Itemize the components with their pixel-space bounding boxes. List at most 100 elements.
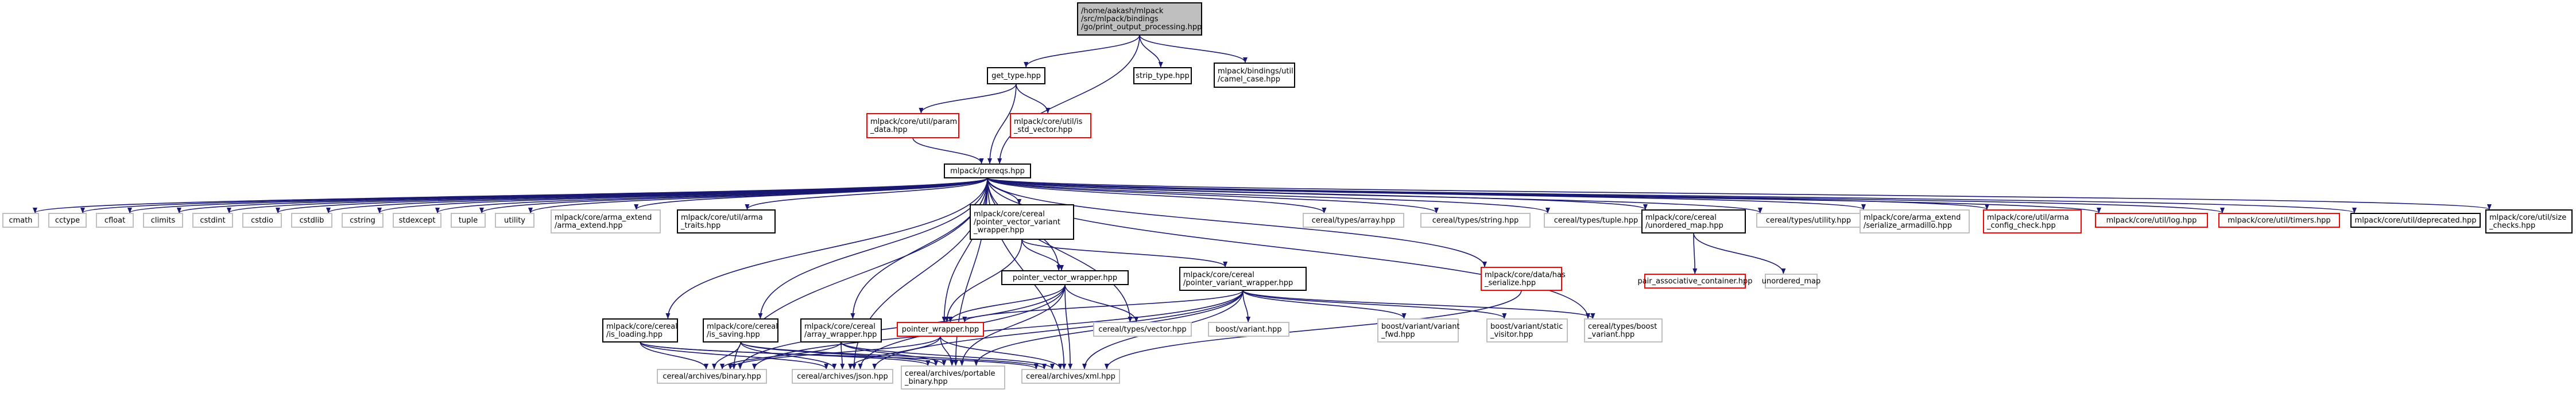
node-camel-case[interactable]: mlpack/bindings/util/camel_case.hpp xyxy=(1214,63,1295,88)
node-cstdlib[interactable]: cstdlib xyxy=(291,213,332,228)
node-utility[interactable]: utility xyxy=(495,213,534,228)
node-box xyxy=(1486,318,1568,342)
node-boost-variant-fwd[interactable]: boost/variant/variant_fwd.hpp xyxy=(1377,318,1460,342)
edge-root-to-get-type xyxy=(1024,34,1140,68)
node-box xyxy=(657,369,767,384)
node-label-line: mlpack/core/arma_extend xyxy=(555,213,652,222)
node-cstdint[interactable]: cstdint xyxy=(192,213,233,228)
node-prereqs[interactable]: mlpack/prereqs.hpp xyxy=(944,164,1031,178)
node-get-type[interactable]: get_type.hpp xyxy=(987,67,1045,84)
node-types-boost-variant[interactable]: cereal/types/boost_variant.hpp xyxy=(1584,318,1663,342)
node-tuple[interactable]: tuple xyxy=(451,213,486,228)
node-archives-portable-binary[interactable]: cereal/archives/portable_binary.hpp xyxy=(901,365,1005,390)
node-boost-variant[interactable]: boost/variant.hpp xyxy=(1208,322,1289,337)
node-strip-type[interactable]: strip_type.hpp xyxy=(1133,67,1192,84)
node-types-array[interactable]: cereal/types/array.hpp xyxy=(1303,213,1404,228)
node-pointer-wrapper[interactable]: pointer_wrapper.hpp xyxy=(897,322,984,337)
node-label-line: boost/variant/static xyxy=(1490,322,1563,331)
node-cmath[interactable]: cmath xyxy=(2,213,39,228)
node-has-serialize[interactable]: mlpack/core/data/has_serialize.hpp xyxy=(1481,267,1566,291)
node-label-line: mlpack/core/cereal xyxy=(707,322,778,331)
node-label-line: cereal/archives/xml.hpp xyxy=(1026,372,1115,381)
node-unordered-map[interactable]: mlpack/core/cereal/unordered_map.hpp xyxy=(1641,209,1746,233)
node-archives-json[interactable]: cereal/archives/json.hpp xyxy=(792,369,893,384)
node-is-loading[interactable]: mlpack/core/cereal/is_loading.hpp xyxy=(602,318,678,342)
node-climits[interactable]: climits xyxy=(143,213,183,228)
node-archives-binary[interactable]: cereal/archives/binary.hpp xyxy=(657,369,767,384)
node-label-line: get_type.hpp xyxy=(991,72,1041,80)
node-label-line: _data.hpp xyxy=(870,126,908,134)
node-label-line: _traits.hpp xyxy=(680,221,720,230)
node-cctype[interactable]: cctype xyxy=(48,213,87,228)
node-is-saving[interactable]: mlpack/core/cereal/is_saving.hpp xyxy=(703,318,778,342)
node-pointer-vector-wrapper[interactable]: pointer_vector_wrapper.hpp xyxy=(1001,270,1129,285)
node-box xyxy=(1420,213,1531,228)
node-serialize-armadillo[interactable]: mlpack/core/arma_extend/serialize_armadi… xyxy=(1860,209,1970,233)
node-label-line: stdexcept xyxy=(399,216,436,225)
node-label-line: _visitor.hpp xyxy=(1490,330,1533,339)
edge-unordered-map-to-pair-assoc xyxy=(1692,232,1698,274)
edge-pvv-wrapper-to-pointer-vector-wrapper xyxy=(1021,239,1064,271)
edge-is-saving-to-archives-json xyxy=(740,341,837,369)
node-boost-static-visitor[interactable]: boost/variant/static_visitor.hpp xyxy=(1486,318,1568,342)
node-box xyxy=(1544,213,1648,228)
node-label-line: mlpack/core/util/arma xyxy=(681,213,763,222)
node-label-line: /is_loading.hpp xyxy=(606,330,663,339)
node-box xyxy=(1641,209,1746,233)
node-stdexcept[interactable]: stdexcept xyxy=(393,213,441,228)
edge-pvariant-wrapper-to-boost-static-visitor xyxy=(1242,290,1507,319)
node-box xyxy=(792,369,893,384)
edge-prereqs-to-arma-extend xyxy=(634,177,988,210)
node-types-vector[interactable]: cereal/types/vector.hpp xyxy=(1093,322,1192,337)
node-cstring[interactable]: cstring xyxy=(342,213,384,228)
node-archives-xml[interactable]: cereal/archives/xml.hpp xyxy=(1021,369,1120,384)
edge-root-to-strip-type xyxy=(1139,34,1163,68)
edge-prereqs-to-types-utility xyxy=(987,177,1762,213)
node-label-line: pair_associative_container.hpp xyxy=(1637,277,1752,286)
node-size-checks[interactable]: mlpack/core/util/size_checks.hpp xyxy=(2485,209,2573,233)
node-label-line: /is_saving.hpp xyxy=(707,330,760,339)
node-box xyxy=(2218,213,2340,228)
node-label-line: cctype xyxy=(55,216,80,225)
node-types-utility[interactable]: cereal/types/utility.hpp xyxy=(1756,213,1861,228)
node-pvariant-wrapper[interactable]: mlpack/core/cereal/pointer_variant_wrapp… xyxy=(1179,267,1307,291)
node-types-tuple[interactable]: cereal/types/tuple.hpp xyxy=(1544,213,1648,228)
node-pair-assoc[interactable]: pair_associative_container.hpp xyxy=(1637,274,1753,289)
node-pvv-wrapper[interactable]: mlpack/core/cereal/pointer_vector_varian… xyxy=(970,204,1074,240)
node-param-data[interactable]: mlpack/core/util/param_data.hpp xyxy=(866,113,959,138)
node-cfloat[interactable]: cfloat xyxy=(96,213,134,228)
node-arma-config-check[interactable]: mlpack/core/util/arma_config_check.hpp xyxy=(1983,209,2082,233)
edge-get-type-to-is-std-vector xyxy=(1016,83,1051,114)
node-array-wrapper[interactable]: mlpack/core/cereal/array_wrapper.hpp xyxy=(800,318,882,342)
edge-get-type-to-prereqs xyxy=(987,83,1017,164)
node-root[interactable]: /home/aakash/mlpack/src/mlpack/bindings/… xyxy=(1077,2,1202,36)
node-label-line: cereal/types/array.hpp xyxy=(1312,216,1395,225)
node-box xyxy=(677,209,776,233)
node-box xyxy=(551,209,661,233)
node-box xyxy=(703,318,778,342)
node-timers[interactable]: mlpack/core/util/timers.hpp xyxy=(2218,213,2340,228)
node-cstdio[interactable]: cstdio xyxy=(242,213,282,228)
node-label-line: _variant.hpp xyxy=(1587,330,1634,339)
edge-is-loading-to-archives-json xyxy=(640,341,829,369)
node-box xyxy=(1010,113,1091,138)
node-arma-extend[interactable]: mlpack/core/arma_extend/arma_extend.hpp xyxy=(551,209,661,233)
node-box xyxy=(970,204,1074,240)
edge-unordered-map-to-unordered-map-std xyxy=(1693,232,1786,274)
edge-pointer-vector-wrapper-to-archives-portable-binary xyxy=(959,284,1066,366)
node-arma-traits[interactable]: mlpack/core/util/arma_traits.hpp xyxy=(677,209,776,233)
node-box xyxy=(2,213,39,228)
node-is-std-vector[interactable]: mlpack/core/util/is_std_vector.hpp xyxy=(1010,113,1091,138)
node-types-string[interactable]: cereal/types/string.hpp xyxy=(1420,213,1531,228)
node-box xyxy=(1765,274,1818,289)
node-box xyxy=(1303,213,1404,228)
node-log[interactable]: mlpack/core/util/log.hpp xyxy=(2095,213,2208,228)
node-label-line: mlpack/core/cereal xyxy=(606,322,677,331)
node-deprecated[interactable]: mlpack/core/util/deprecated.hpp xyxy=(2350,213,2481,228)
node-box xyxy=(1001,270,1129,285)
node-label-line: cfloat xyxy=(104,216,125,225)
edge-pointer-vector-wrapper-to-types-vector xyxy=(1064,284,1139,322)
node-unordered-map-std[interactable]: unordered_map xyxy=(1762,274,1821,289)
node-box xyxy=(1133,67,1192,84)
